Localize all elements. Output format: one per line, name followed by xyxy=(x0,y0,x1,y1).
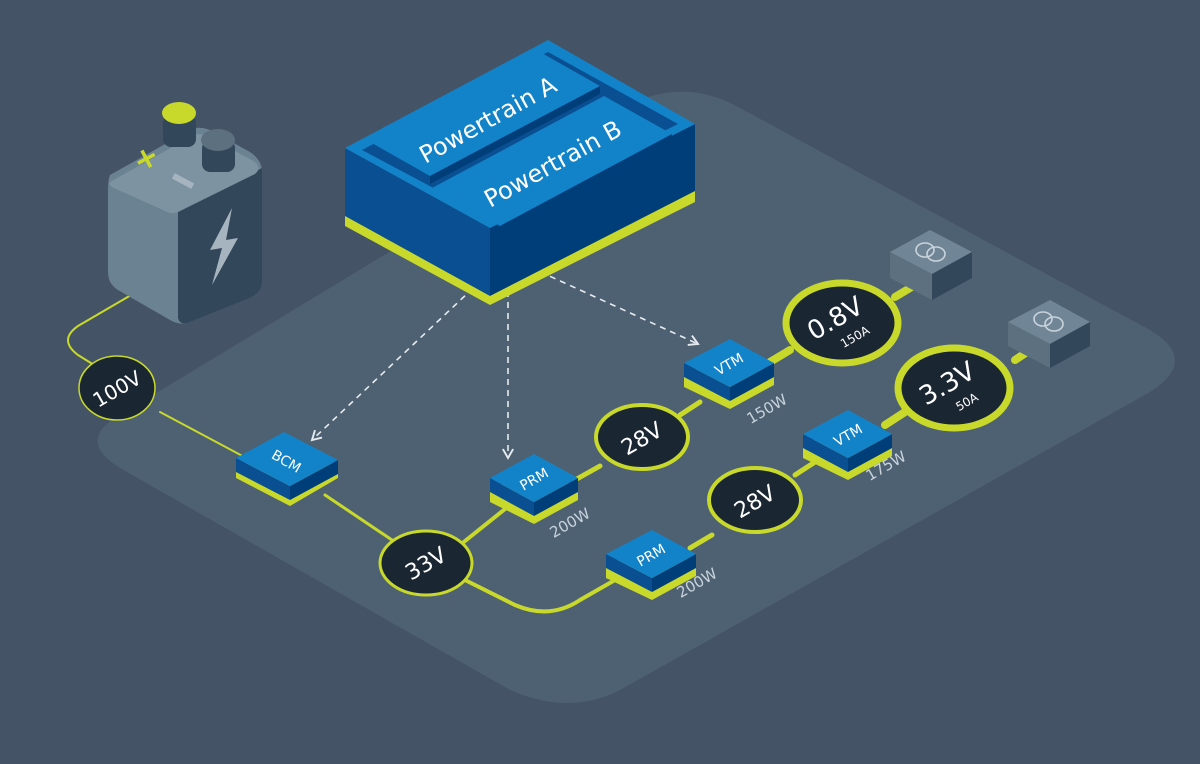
module-vtm-b: VTM xyxy=(803,410,892,480)
load-rings-icon xyxy=(1033,311,1064,332)
node-0-8v: 0.8V 150A xyxy=(782,279,902,367)
battery: + xyxy=(108,102,262,324)
module-vtm-a: VTM xyxy=(684,339,774,409)
module-prm-b: PRM xyxy=(606,530,696,600)
load-block-b xyxy=(1008,300,1090,368)
wire-33v-to-prm-a xyxy=(458,503,512,547)
node-28v-a: 28V xyxy=(594,403,690,471)
wire-28v-to-vtm-a xyxy=(677,399,703,418)
wire-prm-a-to-28v xyxy=(572,463,603,483)
wire-battery-to-100v xyxy=(67,283,151,379)
wire-vtm-b-to-33v xyxy=(881,408,909,429)
node-3-3v: 3.3V 50A xyxy=(894,344,1014,432)
negative-terminal xyxy=(201,129,235,151)
powertrain-b-module xyxy=(432,96,672,226)
wire-33v-to-prm-b xyxy=(463,578,617,614)
powertrain-a-module xyxy=(370,52,600,176)
wire-100v-to-bcm xyxy=(159,411,251,461)
powertrain-enclosure: Powertrain A Powertrain B xyxy=(345,40,695,305)
module-bcm: BCM xyxy=(236,432,338,506)
module-prm-a: PRM xyxy=(490,454,578,524)
load-rings-icon xyxy=(915,242,946,262)
lightning-bolt-icon xyxy=(210,208,238,285)
load-block-a xyxy=(890,230,972,300)
wire-prm-b-to-28v xyxy=(687,532,715,551)
negative-symbol xyxy=(171,173,195,189)
node-33v: 33V xyxy=(378,529,474,597)
wire-vtm-a-to-08v xyxy=(766,346,794,366)
positive-terminal xyxy=(162,102,196,124)
wire-bcm-to-33v xyxy=(323,493,394,542)
node-100v: 100V xyxy=(78,355,156,421)
wire-28v-to-vtm-b xyxy=(792,459,818,478)
node-28v-b: 28V xyxy=(707,466,803,534)
